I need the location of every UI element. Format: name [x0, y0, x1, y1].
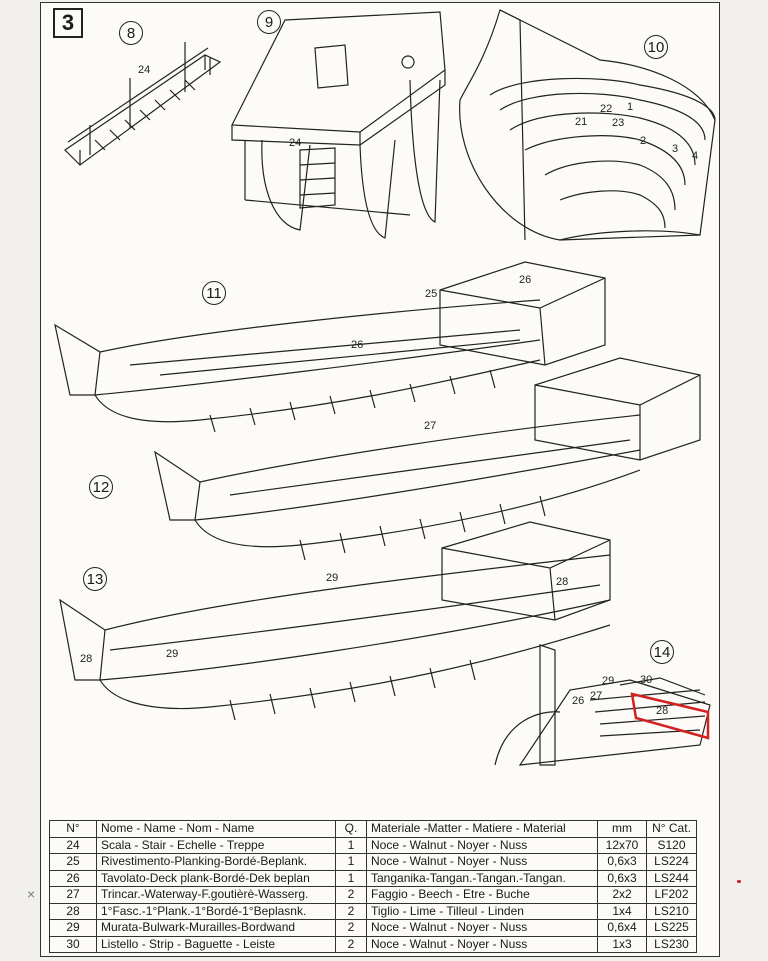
- part-label: 28: [556, 576, 569, 588]
- step-13-marker: 13: [83, 567, 107, 591]
- part-label: 29: [602, 675, 615, 687]
- part-label: 28: [656, 705, 669, 717]
- table-cell: 1: [335, 869, 367, 887]
- table-cell: 2: [335, 919, 367, 937]
- step-12-marker: 12: [89, 475, 113, 499]
- table-cell: Trincar.-Waterway-F.goutièrè-Wasserg.: [96, 886, 336, 904]
- table-cell: Noce - Walnut - Noyer - Nuss: [366, 836, 598, 854]
- deck-section-drawing: [231, 11, 446, 239]
- part-label: 28: [80, 653, 93, 665]
- header-cell: N° Cat.: [646, 820, 697, 838]
- table-cell: 0,6x3: [597, 869, 647, 887]
- ladder-drawing: [64, 42, 222, 166]
- table-cell: LS230: [646, 935, 697, 953]
- hull-deck-drawing: [54, 261, 606, 433]
- hull-bulwark-drawing: [59, 521, 611, 721]
- table-cell: Tavolato-Deck plank-Bordé-Dek beplan: [96, 869, 336, 887]
- table-cell: LS224: [646, 853, 697, 871]
- table-cell: Noce - Walnut - Noyer - Nuss: [366, 935, 598, 953]
- part-label: 29: [166, 648, 179, 660]
- table-cell: Tiglio - Lime - Tilleul - Linden: [366, 902, 598, 920]
- table-cell: Murata-Bulwark-Murailles-Bordwand: [96, 919, 336, 937]
- table-cell: 29: [49, 919, 97, 937]
- table-cell: 1: [335, 853, 367, 871]
- table-cell: Tanganika-Tangan.-Tangan.-Tangan.: [366, 869, 598, 887]
- table-cell: 1°Fasc.-1°Plank.-1°Bordé-1°Beplasnk.: [96, 902, 336, 920]
- step-8-marker: 8: [119, 21, 143, 45]
- pencil-mark: ×: [27, 886, 36, 902]
- bow-planking-drawing: [459, 9, 716, 241]
- table-cell: 24: [49, 836, 97, 854]
- table-cell: 1x3: [597, 935, 647, 953]
- bulwark-detail-drawing: [494, 644, 711, 766]
- table-row: 24 Scala - Stair - Echelle - Treppe 1 No…: [49, 836, 697, 854]
- part-label: 26: [519, 274, 532, 286]
- table-cell: 0,6x3: [597, 853, 647, 871]
- part-label: 21: [575, 116, 588, 128]
- hull-waterway-drawing: [154, 357, 701, 561]
- part-label: 24: [138, 64, 151, 76]
- red-dot-mark: [737, 880, 741, 883]
- table-row: 26 Tavolato-Deck plank-Bordé-Dek beplan …: [49, 869, 697, 887]
- part-label: 27: [590, 690, 603, 702]
- part-label: 22: [600, 103, 613, 115]
- part-label: 30: [640, 674, 653, 686]
- table-cell: 2: [335, 886, 367, 904]
- part-label: 29: [326, 572, 339, 584]
- table-cell: 26: [49, 869, 97, 887]
- table-cell: 2: [335, 935, 367, 953]
- table-cell: 28: [49, 902, 97, 920]
- table-cell: Noce - Walnut - Noyer - Nuss: [366, 853, 598, 871]
- table-cell: Scala - Stair - Echelle - Treppe: [96, 836, 336, 854]
- table-row: 29 Murata-Bulwark-Murailles-Bordwand 2 N…: [49, 919, 697, 937]
- part-label: 27: [424, 420, 437, 432]
- table-cell: Listello - Strip - Baguette - Leiste: [96, 935, 336, 953]
- table-cell: 1: [335, 836, 367, 854]
- table-cell: 25: [49, 853, 97, 871]
- step-14-marker: 14: [650, 640, 674, 664]
- table-row: 28 1°Fasc.-1°Plank.-1°Bordé-1°Beplasnk. …: [49, 902, 697, 920]
- table-cell: Faggio - Beech - Etre - Buche: [366, 886, 598, 904]
- table-header-row: N° Nome - Name - Nom - Name Q. Materiale…: [49, 820, 697, 838]
- table-cell: LF202: [646, 886, 697, 904]
- table-cell: LS225: [646, 919, 697, 937]
- table-cell: 0,6x4: [597, 919, 647, 937]
- page-number: 3: [53, 8, 83, 38]
- step-11-marker: 11: [202, 281, 226, 305]
- table-cell: 2: [335, 902, 367, 920]
- part-label: 26: [351, 339, 364, 351]
- header-cell: Materiale -Matter - Matiere - Material: [366, 820, 598, 838]
- header-cell: mm: [597, 820, 647, 838]
- table-cell: Rivestimento-Planking-Bordé-Beplank.: [96, 853, 336, 871]
- part-label: 4: [692, 150, 699, 162]
- step-10-marker: 10: [644, 35, 668, 59]
- table-cell: S120: [646, 836, 697, 854]
- table-row: 25 Rivestimento-Planking-Bordé-Beplank. …: [49, 853, 697, 871]
- part-label: 1: [627, 101, 634, 113]
- header-cell: Nome - Name - Nom - Name: [96, 820, 336, 838]
- table-cell: LS210: [646, 902, 697, 920]
- part-label: 23: [612, 117, 625, 129]
- table-cell: 30: [49, 935, 97, 953]
- table-cell: 1x4: [597, 902, 647, 920]
- table-cell: 27: [49, 886, 97, 904]
- highlight-strip: [630, 692, 710, 740]
- part-label: 25: [425, 288, 438, 300]
- table-row: 30 Listello - Strip - Baguette - Leiste …: [49, 935, 697, 953]
- part-label: 2: [640, 135, 647, 147]
- header-cell: N°: [49, 820, 97, 838]
- parts-table: N° Nome - Name - Nom - Name Q. Materiale…: [49, 820, 697, 953]
- table-cell: Noce - Walnut - Noyer - Nuss: [366, 919, 598, 937]
- part-label: 24: [289, 137, 302, 149]
- table-cell: 12x70: [597, 836, 647, 854]
- table-cell: 2x2: [597, 886, 647, 904]
- part-label: 3: [672, 143, 679, 155]
- step-9-marker: 9: [257, 10, 281, 34]
- table-cell: LS244: [646, 869, 697, 887]
- header-cell: Q.: [335, 820, 367, 838]
- table-row: 27 Trincar.-Waterway-F.goutièrè-Wasserg.…: [49, 886, 697, 904]
- part-label: 26: [572, 695, 585, 707]
